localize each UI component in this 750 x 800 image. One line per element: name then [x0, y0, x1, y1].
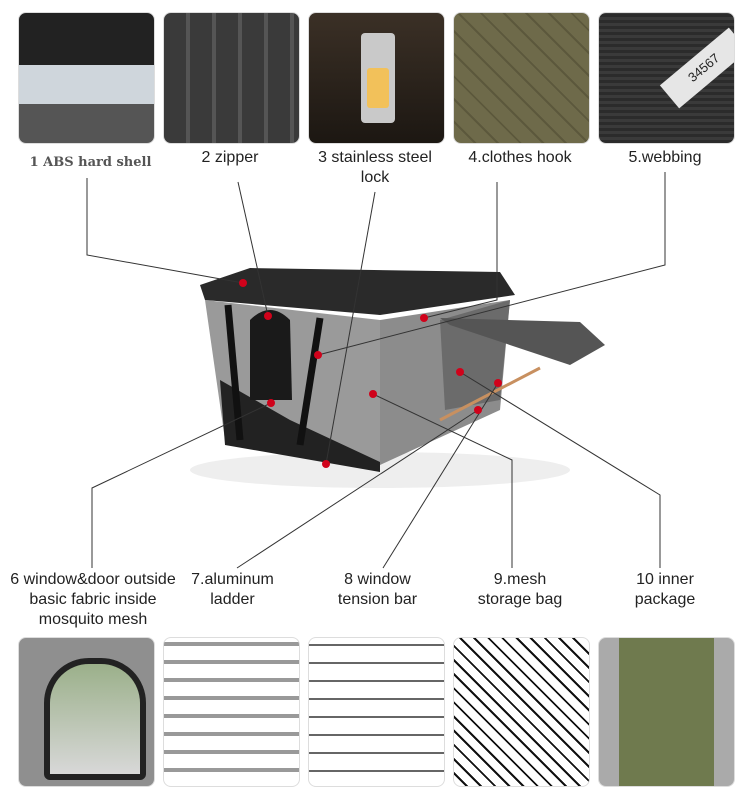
label-webbing: 5.webbing: [628, 149, 702, 166]
label-abs-hard-shell: 1 ABS hard shell: [29, 155, 152, 170]
photo-aluminum-ladder: [163, 637, 300, 787]
awning: [440, 318, 605, 365]
tent-door: [250, 310, 292, 400]
photo-tension-bars: [308, 637, 445, 787]
label-aluminum-ladder: 7.aluminum ladder: [191, 571, 274, 608]
photo-window-door: [18, 637, 155, 787]
label-zipper: 2 zipper: [201, 149, 259, 166]
photo-stainless-lock: [308, 12, 445, 144]
label-window-tension-bar: 8 window tension bar: [337, 571, 418, 608]
label-clothes-hook: 4.clothes hook: [468, 149, 572, 166]
photo-webbing: 34567: [598, 12, 735, 144]
photo-abs-hard-shell: [18, 12, 155, 144]
callout-dots: [239, 279, 502, 468]
photo-mesh-bag: [453, 637, 590, 787]
photo-clothes-hook: [453, 12, 590, 144]
label-inner-package: 10 inner package: [634, 571, 696, 608]
photo-inner-package: [598, 637, 735, 787]
label-window-door: 6 window&door outside basic fabric insid…: [10, 571, 176, 628]
leader-lines: [86, 172, 666, 569]
photo-zipper: [163, 12, 300, 144]
label-stainless-lock: 3 stainless steel lock: [318, 149, 432, 186]
label-mesh-storage-bag: 9.mesh storage bag: [477, 571, 563, 608]
tension-bar: [439, 366, 541, 422]
